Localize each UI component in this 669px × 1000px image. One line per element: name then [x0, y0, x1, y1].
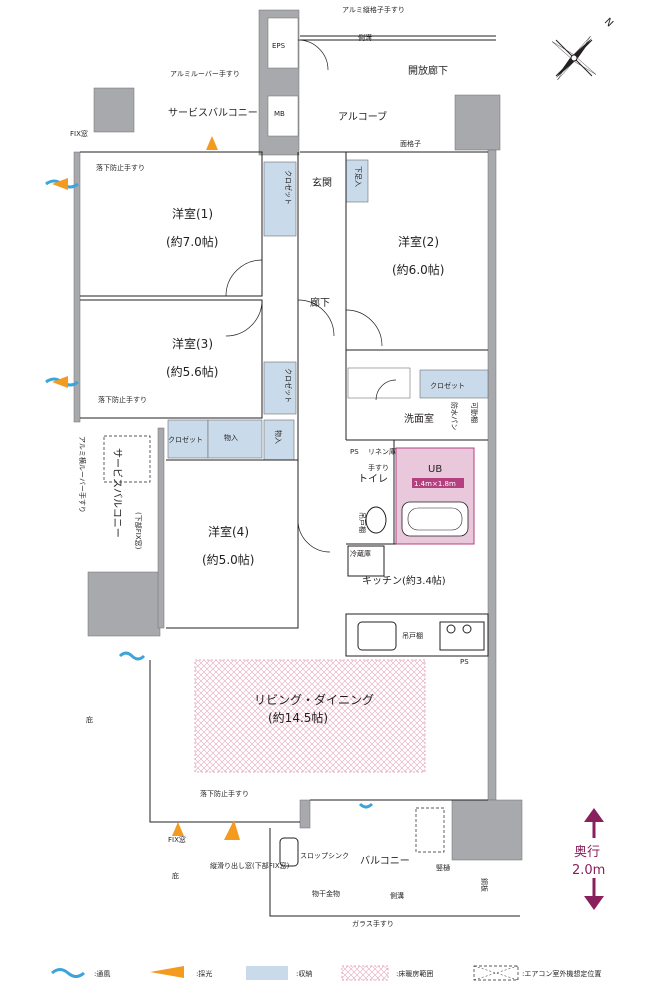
room-entrance: 玄関 [312, 176, 332, 189]
mb-label: MB [274, 110, 285, 118]
bell-label: 竪樋 [436, 863, 450, 872]
aluminum-louver-label: アルミルーバー手すり [170, 69, 240, 78]
compass-icon: N [551, 16, 615, 81]
drying-hardware-label: 物干金物 [312, 889, 340, 898]
closet-label-4: クロゼット [430, 381, 465, 390]
fix-window-label-1: FIX窓 [70, 129, 88, 138]
interior-walls [80, 35, 520, 917]
room-kitchen: キッチン(約3.4帖) [362, 574, 446, 587]
room-western2-name: 洋室(2) [398, 234, 439, 249]
gutter-label-1: 側溝 [358, 33, 372, 42]
aluminum-h-louver-label: アルミ横ルーバー手すり [78, 436, 87, 513]
fall-rail-label-1: 落下防止手すり [96, 163, 145, 172]
room-western3-area: (約5.6帖) [166, 364, 218, 379]
room-hallway: 廊下 [310, 296, 330, 309]
ac-unit-positions [103, 435, 445, 853]
svg-text:N: N [602, 16, 615, 29]
movable-shelf-label: 可動棚 [470, 402, 479, 423]
vertical-slide-window-label: 縦滑り出し窓(下部FIX窓) [210, 861, 290, 870]
closet-label-1: クロゼット [284, 170, 293, 205]
legend-floor-heating-label: :床暖房範囲 [396, 969, 433, 978]
bathtub-icon [401, 501, 469, 537]
room-washroom: 洗面室 [404, 412, 434, 425]
legend-ac-unit-icon [473, 965, 519, 981]
fall-rail-label-2: 落下防止手すり [98, 395, 147, 404]
hanging-shelf-label: 吊戸棚 [402, 631, 423, 640]
storage-label-2: 物入 [274, 430, 283, 444]
ub-name: UB [428, 464, 442, 475]
fridge-label: 冷蔵庫 [350, 549, 371, 558]
room-western1-area: (約7.0帖) [166, 234, 218, 249]
room-ldk-name: リビング・ダイニング [254, 692, 374, 707]
legend-daylight-label: :採光 [196, 969, 212, 978]
room-labels: 洋室(1) (約7.0帖) 洋室(2) (約6.0帖) 洋室(3) (約5.6帖… [166, 64, 456, 867]
room-balcony: バルコニー [360, 855, 410, 867]
closet-label-2: クロゼット [284, 368, 293, 403]
ps-label-1: PS [350, 448, 359, 456]
fix-window-label-2: FIX窓 [168, 835, 186, 844]
room-western1-name: 洋室(1) [172, 206, 213, 221]
linen-label: リネン庫 [368, 447, 396, 456]
gutter-label-2: 側溝 [390, 891, 404, 900]
eps-label: EPS [272, 42, 286, 50]
legend-storage-label: :収納 [296, 969, 312, 978]
face-lattice-label: 面格子 [400, 139, 421, 148]
waterproof-pan-label: 防水パン [450, 402, 459, 430]
room-western4-area: (約5.0帖) [202, 552, 254, 567]
depth-indicator: 奥行 2.0m [570, 808, 618, 910]
storage-areas [167, 159, 489, 461]
drain-label: 鋼板 [480, 878, 489, 892]
handrail-label: 手すり [368, 463, 389, 472]
eaves-label-2: 庇 [172, 871, 179, 880]
room-alcove: アルコーブ [338, 110, 387, 123]
ub-size: 1.4m×1.8m [414, 480, 456, 488]
hanging-cabinet-label: 吊戸棚 [358, 512, 367, 533]
aluminum-lattice-label: アルミ縦格子手すり [342, 5, 405, 14]
legend-ventilation-icon [51, 968, 85, 978]
fall-rail-label-3: 落下防止手すり [200, 789, 249, 798]
legend-storage-icon [246, 966, 288, 980]
legend-daylight-icon [150, 966, 184, 978]
glass-handrail-label: ガラス手すり [352, 919, 394, 928]
shoe-storage-label: 下足入 [354, 166, 362, 187]
room-ldk-area: (約14.5帖) [268, 710, 328, 725]
room-western3-name: 洋室(3) [172, 336, 213, 351]
detail-labels: EPS MB クロゼット クロゼット クロゼット クロゼット 物入 物入 下足入… [70, 5, 489, 928]
room-service-balcony-top: サービスバルコニー [168, 107, 258, 119]
eaves-label-1: 庇 [86, 715, 93, 724]
floor-heating-area [194, 659, 426, 773]
legend-ac-unit-label: :エアコン室外機想定位置 [522, 969, 601, 978]
room-open-corridor: 開放廊下 [408, 64, 448, 77]
room-western4-name: 洋室(4) [208, 524, 249, 539]
slop-sink-label: スロップシンク [300, 852, 349, 860]
closet-label-3: クロゼット [168, 435, 203, 444]
legend-ventilation-label: :通風 [94, 969, 110, 978]
walls [73, 9, 523, 861]
lower-fix-label: (下部FIX窓) [134, 512, 143, 550]
legend: :通風 :採光 :収納 :床暖房範囲 :エアコン室外機想定位置 [51, 965, 601, 981]
service-balcony-left-label: サービスバルコニー [111, 448, 123, 538]
legend-floor-heating-icon [341, 965, 389, 981]
daylight-markers [52, 136, 240, 840]
storage-label-1: 物入 [224, 433, 238, 442]
room-toilet: トイレ [358, 474, 388, 485]
door-swings [225, 39, 397, 553]
ps-label-2: PS [460, 658, 469, 666]
room-western2-area: (約6.0帖) [392, 262, 444, 277]
depth-label: 奥行 [574, 845, 600, 860]
depth-value: 2.0m [572, 863, 605, 878]
